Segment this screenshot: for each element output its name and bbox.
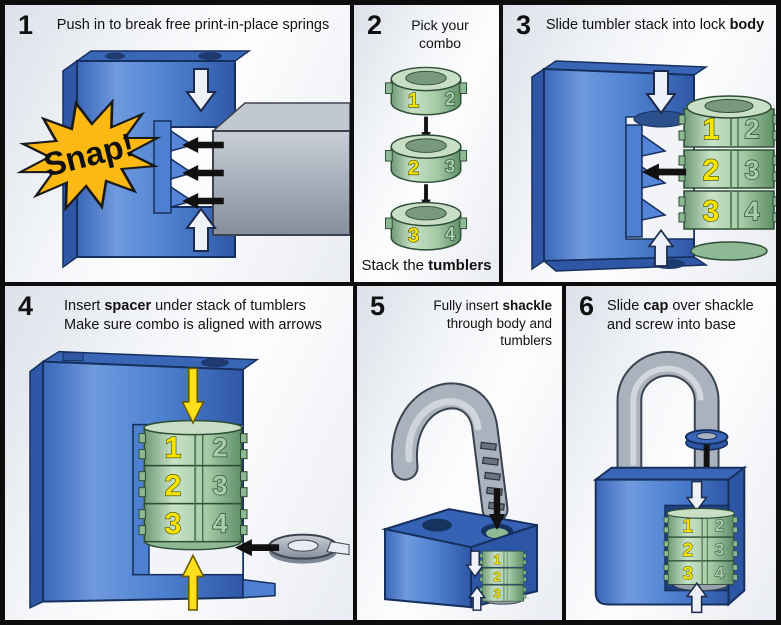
tumbler-stack: 1 2 3 [479,550,527,605]
step-5-panel: 5 Fully insert shackle through body and … [355,284,564,622]
tumbler-digit: 3 [493,586,500,601]
stack-caption: Stack the tumblers [361,257,492,274]
step-4-header: 4 Insert spacer under stack of tumblers … [5,286,353,335]
tumbler-digit: 3 [408,226,419,248]
tumbler-3: 3 4 [384,202,468,251]
tumbler-digit: 3 [683,562,693,583]
step-6-header: 6 Slide cap over shackle and screw into … [566,286,776,335]
snap-burst: Snap! [16,98,162,212]
tumbler-1: 1 2 [384,67,468,116]
tumbler-stack: 1 2 2 3 3 4 [137,419,249,551]
step-number: 3 [516,10,532,40]
tumbler-digit: 2 [165,469,182,502]
step-number: 2 [367,10,383,40]
tumbler-digit-embossed: 4 [715,563,725,582]
tumbler-digit-embossed: 4 [212,508,227,538]
tumbler-digit-embossed: 3 [715,540,724,559]
shackle-blank [211,102,350,236]
step-title: Fully insert shackle through body and tu… [433,298,552,349]
shackle [391,382,509,523]
tumbler-digit: 1 [703,113,720,146]
step-2-header: 2 Pick your combo [354,5,499,52]
step-title: Slide cap over shackle and screw into ba… [607,298,754,333]
shackle [616,350,720,474]
tumbler-digit: 3 [703,195,720,228]
tumbler-digit: 1 [493,552,500,567]
spacer-ledge [242,578,276,599]
tumbler-digit-embossed: 4 [445,224,456,245]
tumbler-digit: 1 [408,90,419,112]
step-number: 4 [18,291,34,321]
step-4-illustration: 1 2 2 3 3 4 [29,350,350,611]
tumbler-digit-embossed: 3 [212,470,227,500]
step-title: Slide tumbler stack into lock body [545,17,765,33]
step-1-header: 1 Push in to break free print-in-place s… [5,5,350,39]
step-5-illustration: 1 2 3 [381,382,538,611]
spring-tab [641,133,667,157]
tumbler-digit: 1 [683,515,693,536]
step-2-panel: 2 Pick your combo 1 2 [352,3,501,284]
tumbler-stack: 1 2 2 3 3 4 [663,507,739,591]
cap-washer [684,428,729,451]
tumbler-digit: 2 [493,569,500,584]
tumbler-digit-embossed: 3 [744,155,759,185]
spacer-washer [268,533,350,564]
step-number: 6 [579,291,595,321]
step-number: 5 [370,291,386,321]
shackle-notch [480,441,497,451]
step-4-panel: 4 Insert spacer under stack of tumblers … [3,284,355,622]
tumbler-digit-embossed: 2 [445,88,455,109]
shackle-notch [482,456,499,466]
lock-body [531,60,709,272]
step-5-header: 5 Fully insert shackle through body and … [357,286,562,350]
step-title: Push in to break free print-in-place spr… [56,17,330,33]
step-title: Pick your combo [411,17,469,52]
step-3-panel: 3 Slide tumbler stack into lock body [501,3,778,284]
step-1-panel: 1 Push in to break free print-in-place s… [3,3,352,284]
step-number: 1 [18,10,34,40]
shackle-notch [484,471,501,481]
step-6-panel: 6 Slide cap over shackle and screw into … [564,284,778,622]
step-6-illustration: 1 2 2 3 3 4 [592,350,748,613]
tumbler-digit-embossed: 3 [445,156,455,177]
step-1-illustration: Snap! [16,50,350,269]
tumbler-digit-embossed: 2 [212,432,227,462]
tumbler-digit: 2 [408,158,419,180]
tumbler-digit: 2 [703,154,720,187]
lock-body [62,50,252,269]
step-3-illustration: 1 2 2 3 3 4 [531,60,776,272]
step-3-header: 3 Slide tumbler stack into lock body [503,5,776,39]
tumbler-digit-embossed: 2 [744,114,759,144]
tumbler-digit-embossed: 2 [715,516,724,535]
tumbler-digit: 3 [165,507,182,540]
tumbler-2: 2 3 [384,134,468,184]
tumbler-stack: 1 2 2 3 3 4 [678,95,776,261]
tumbler-digit: 2 [683,539,693,560]
tumbler-digit: 1 [165,431,182,464]
tumbler-digit-embossed: 4 [744,196,759,226]
step-2-illustration: 1 2 2 3 [384,67,468,251]
spring-tab [641,197,667,221]
step-title: Insert spacer under stack of tumblers Ma… [64,298,322,333]
